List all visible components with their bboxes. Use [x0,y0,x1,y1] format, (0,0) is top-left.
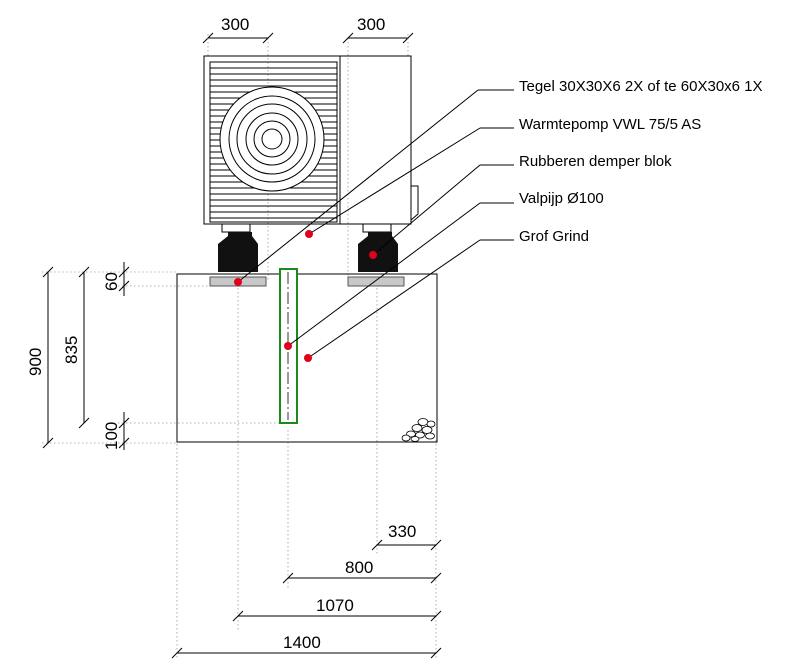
marker-drain-pipe [284,342,292,350]
leader-lines [237,89,514,359]
dim-top [202,32,414,56]
heat-pump-unit [203,55,419,233]
dim-bottom-thickness: 100 [102,422,121,450]
dim-bottom [171,539,442,659]
dim-inner-height: 835 [62,336,81,364]
label-drain-pipe: Valpijp Ø100 [519,190,604,207]
label-tile: Tegel 30X30X6 2X of te 60X30x6 1X [519,78,763,95]
dim-top-left: 300 [221,15,249,34]
dim-800: 800 [345,558,373,577]
marker-heat-pump [305,230,313,238]
gravel-bed [176,273,438,443]
label-gravel: Grof Grind [519,228,589,245]
dim-1070: 1070 [316,596,354,615]
dim-left [42,262,130,450]
dim-total-height: 900 [26,348,45,376]
label-heat-pump: Warmtepomp VWL 75/5 AS [519,116,701,133]
marker-tile [234,278,242,286]
dim-330: 330 [388,522,416,541]
fan-circles [219,86,325,192]
damper-block-left [218,232,258,272]
dim-tile-thickness: 60 [102,272,121,291]
label-damper: Rubberen demper blok [519,153,672,170]
gravel-stones [401,418,436,442]
marker-damper [369,251,377,259]
dim-1400: 1400 [283,633,321,652]
dim-top-right: 300 [357,15,385,34]
marker-gravel [304,354,312,362]
tile-right [347,276,405,287]
damper-block-right [358,232,398,272]
